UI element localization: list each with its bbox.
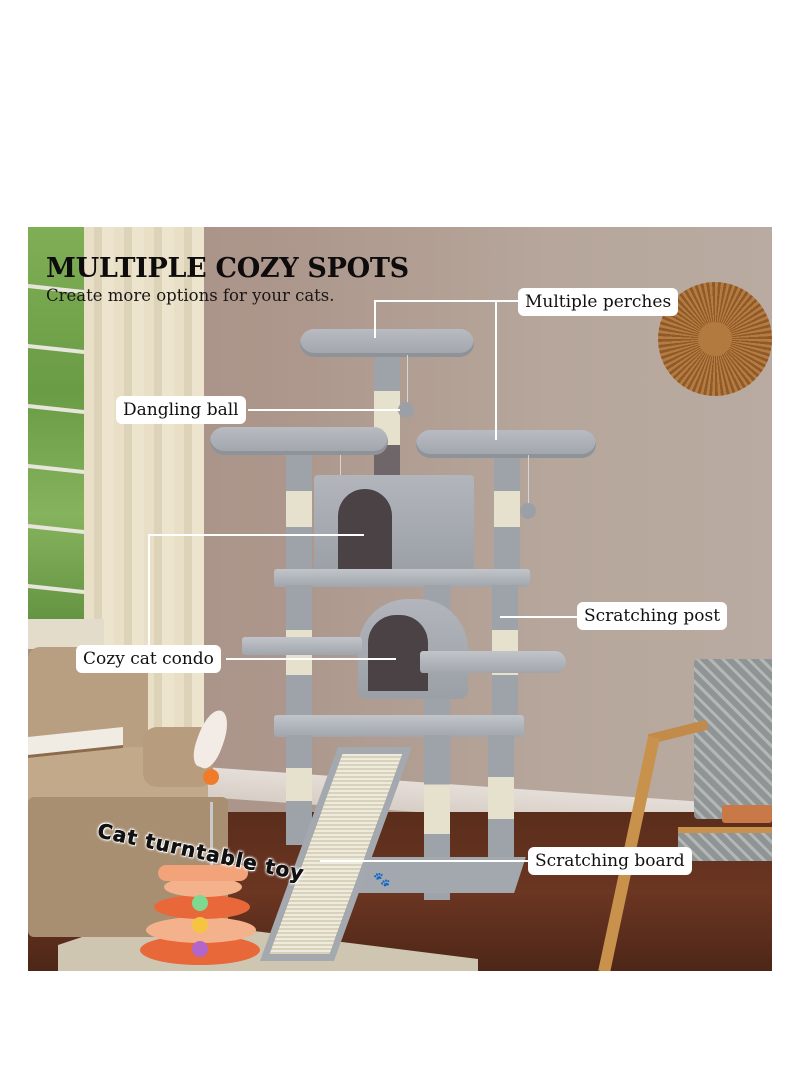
right-step-platform: [420, 651, 566, 673]
callout-dangling-ball: Dangling ball: [116, 396, 246, 424]
perches-leader-line: [374, 300, 520, 302]
headline-title: MULTIPLE COZY SPOTS: [46, 253, 409, 284]
top-perch: [300, 329, 474, 357]
left-perch: [210, 427, 388, 455]
lower-condo-door: [368, 615, 428, 691]
dangling-ball-right: [520, 503, 536, 519]
top-post: [374, 355, 400, 475]
dangling-ball-leader-line: [248, 409, 400, 411]
callout-multiple-perches: Multiple perches: [518, 288, 679, 316]
chair-seat: [678, 827, 772, 861]
right-post-lower: [488, 735, 514, 875]
chair-back-cushion: [694, 659, 772, 819]
callout-scratching-post: Scratching post: [577, 602, 728, 630]
condo-leader-line-bottom: [226, 658, 396, 660]
right-perch: [416, 430, 596, 458]
perches-leader-line-right: [495, 300, 497, 440]
right-post-upper: [494, 455, 520, 575]
chair-book: [722, 805, 772, 823]
toy-top-ball: [203, 769, 219, 785]
product-photo: 🐾: [28, 227, 772, 971]
condo-leader-line-top: [148, 534, 364, 536]
scratching-post-leader-line: [500, 616, 578, 618]
callout-cozy-cat-condo: Cozy cat condo: [76, 645, 221, 673]
scratching-board-leader-line: [320, 860, 530, 862]
paw-print-icon: 🐾: [373, 872, 391, 888]
toy-pole: [210, 802, 213, 872]
middle-platform: [274, 569, 530, 587]
left-post-middle: [286, 585, 312, 735]
left-post-upper: [286, 455, 312, 575]
left-step-platform: [242, 637, 362, 655]
perches-leader-line-left: [374, 300, 376, 338]
condo-leader-line-vertical: [148, 534, 150, 646]
window-sill: [28, 619, 104, 649]
dangling-ball: [398, 402, 414, 418]
callout-scratching-board: Scratching board: [528, 847, 692, 875]
window: [28, 227, 84, 637]
condo-door: [338, 489, 392, 571]
lower-platform: [274, 715, 524, 737]
headline-subtitle: Create more options for your cats.: [46, 286, 335, 305]
